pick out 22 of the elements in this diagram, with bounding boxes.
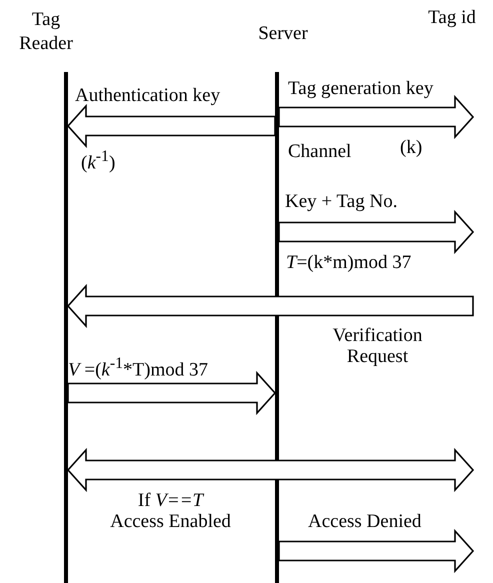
block-arrow [278,210,474,254]
participant-label: Tag Reader [10,8,82,64]
block-arrow [66,104,276,148]
edge-label: Authentication key [75,86,220,107]
block-arrow [66,284,474,328]
edge-label: Tag generation key [288,79,434,100]
edge-label: Key + Tag No. [285,192,398,213]
annotation-text: (k) [400,138,422,159]
edge-label: If V==T Access Enabled [110,491,231,533]
participant-label: Server [243,22,323,48]
annotation-text: Channel [288,142,352,163]
block-arrow [278,528,474,574]
block-arrow [66,448,474,492]
annotation-text: (k$^{-1}$) [81,148,116,174]
block-arrow [67,370,276,416]
participant-label: Tag id [412,6,492,32]
edge-label: Verification Request [332,326,424,368]
block-arrow [278,94,474,140]
edge-label: Access Denied [308,512,422,533]
edge-label: V =(k$^{-1}$*T)mod 37 [68,355,208,382]
annotation-text: T=(k*m)mod 37 [286,253,412,274]
lifeline [64,72,68,583]
